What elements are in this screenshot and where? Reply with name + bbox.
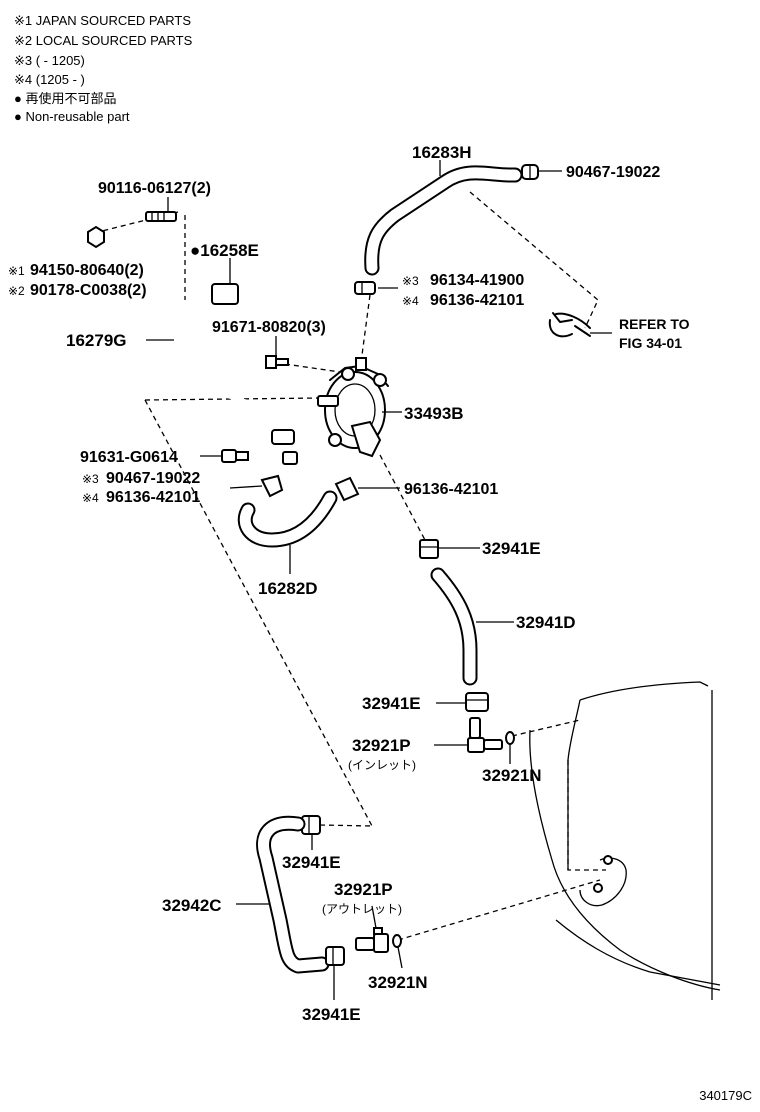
- grommet-32941e-4-shape: [325, 946, 345, 966]
- inlet-fitting-32921p-shape: [467, 717, 503, 753]
- bolt-91631-shape: [221, 449, 249, 463]
- label-33493b: 33493B: [404, 404, 464, 423]
- label-refer-to: REFER TO: [619, 316, 690, 332]
- clamp-refer-shape: [548, 312, 591, 338]
- label-32921n-inlet: 32921N: [482, 766, 542, 785]
- part-labels: 16283H 90467-19022 90116-06127(2) ●16258…: [8, 143, 690, 1024]
- dash-pump-left: [144, 397, 321, 401]
- label-96134-41900: 96134-41900: [430, 272, 524, 289]
- label-32921p-inlet: 32921P: [352, 736, 411, 755]
- legend-from-1205: ※4 (1205 - ): [14, 72, 85, 87]
- leader-lines: [146, 160, 612, 1000]
- label-32941e-3: 32941E: [282, 853, 341, 872]
- dash-outlet-engine: [397, 879, 601, 941]
- label-90467-mid-mark: ※3: [82, 472, 99, 486]
- hose-32942c-shape: [256, 815, 330, 974]
- grommet-32941e-3-shape: [301, 815, 321, 835]
- dash-32941e-3: [319, 824, 373, 827]
- bolt-91671-shape: [265, 355, 289, 369]
- dash-96134-pump: [361, 294, 371, 356]
- dash-pump-32941e: [379, 454, 426, 541]
- dash-inlet-engine: [511, 719, 581, 737]
- legend-local-sourced: ※2 LOCAL SOURCED PARTS: [14, 33, 193, 48]
- legend-japan-sourced: ※1 JAPAN SOURCED PARTS: [14, 13, 191, 28]
- label-91671-80820: 91671-80820(3): [212, 319, 326, 336]
- label-32921n-outlet: 32921N: [368, 973, 428, 992]
- pipe-16279g-shape: [174, 283, 298, 465]
- grommet-32941e-2-shape: [465, 692, 489, 712]
- clip-96136-right-shape: [334, 476, 360, 502]
- dash-91671-pump: [284, 363, 341, 373]
- legend: ※1 JAPAN SOURCED PARTS ※2 LOCAL SOURCED …: [14, 13, 193, 124]
- label-90116-06127: 90116-06127(2): [98, 180, 211, 197]
- hose-16282d-shape: [237, 490, 338, 548]
- label-96136-42101-top: 96136-42101: [430, 292, 524, 309]
- label-16279g: 16279G: [66, 331, 127, 350]
- label-96136-42101-right: 96136-42101: [404, 481, 498, 498]
- clip-90467-top-shape: [521, 164, 539, 180]
- label-16283h: 16283H: [412, 143, 472, 162]
- hose-32941d-shape: [430, 567, 478, 686]
- label-91631-g0614: 91631-G0614: [80, 449, 178, 466]
- grommet-32941e-1-shape: [419, 539, 439, 559]
- label-32941e-2: 32941E: [362, 694, 421, 713]
- label-90467-19022-mid: 90467-19022: [106, 470, 200, 487]
- o-ring-32921n-2-shape: [392, 934, 402, 948]
- o-ring-32921n-1-shape: [505, 731, 515, 745]
- label-90467-19022-top: 90467-19022: [566, 164, 660, 181]
- legend-until-1205: ※3 ( - 1205): [14, 53, 85, 68]
- label-96136-top-mark: ※4: [402, 294, 419, 308]
- engine-block-outline: [529, 681, 721, 1000]
- label-32941e-1: 32941E: [482, 539, 541, 558]
- outlet-fitting-32921p-shape: [355, 927, 389, 953]
- label-32921p-outlet: 32921P: [334, 880, 393, 899]
- bolt-90116-shape: [145, 211, 177, 222]
- figure-id: 340179C: [699, 1088, 752, 1103]
- nut-94150-shape: [87, 225, 105, 249]
- label-32941d: 32941D: [516, 613, 576, 632]
- label-16258e: ●16258E: [190, 241, 259, 260]
- drawing: [87, 160, 721, 1000]
- label-32942c: 32942C: [162, 896, 222, 915]
- label-32921p-outlet-note: (アウトレット): [322, 902, 402, 916]
- legend-non-reusable-jp: ● 再使用不可部品: [14, 91, 116, 106]
- label-32941e-4: 32941E: [302, 1005, 361, 1024]
- clip-90467-mid-shape: [260, 474, 284, 498]
- label-16282d: 16282D: [258, 579, 318, 598]
- label-fig-34-01: FIG 34-01: [619, 335, 682, 351]
- hose-16283h-shape: [364, 165, 523, 276]
- vacuum-pump-33493b-shape: [317, 357, 389, 458]
- dash-16283h-refer: [469, 191, 599, 329]
- label-94150-mark: ※1: [8, 264, 25, 278]
- label-90178-c0038: 90178-C0038(2): [30, 282, 147, 299]
- dash-long-diagonal: [144, 399, 373, 827]
- label-96136-42101-mid: 96136-42101: [106, 489, 200, 506]
- label-94150-80640: 94150-80640(2): [30, 262, 144, 279]
- label-90178-mark: ※2: [8, 284, 25, 298]
- label-96136-mid-mark: ※4: [82, 491, 99, 505]
- clip-96134-shape: [354, 281, 376, 295]
- legend-non-reusable-en: ● Non-reusable part: [14, 109, 130, 124]
- label-32921p-inlet-note: (インレット): [348, 758, 416, 772]
- label-96134-mark: ※3: [402, 274, 419, 288]
